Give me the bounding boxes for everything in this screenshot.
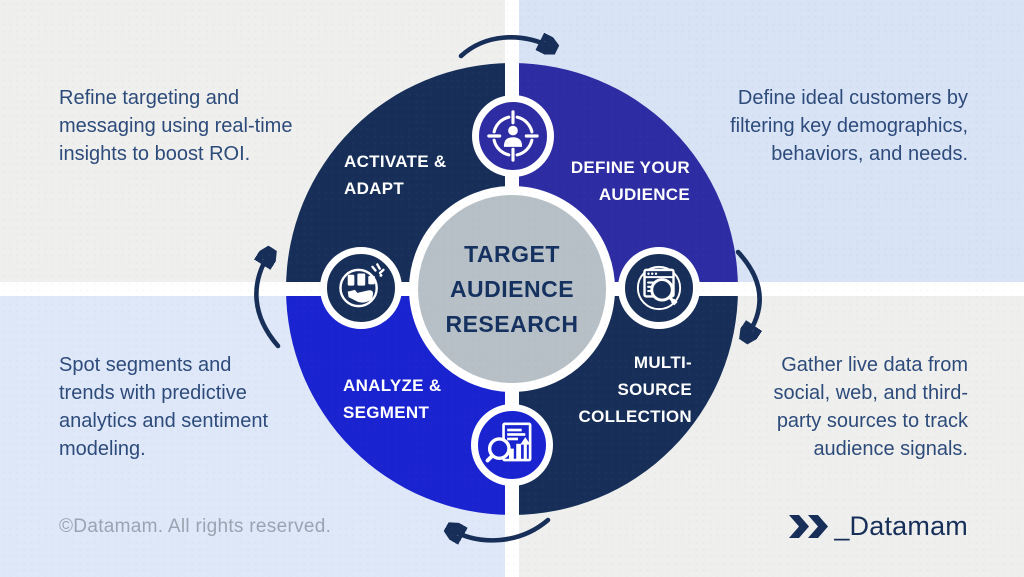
arrow-left-clockwise bbox=[254, 244, 281, 349]
segment-label-multi-source: MULTI- SOURCE COLLECTION bbox=[578, 353, 692, 426]
hub-title-line: RESEARCH bbox=[445, 310, 579, 337]
datamam-chevrons-icon bbox=[789, 515, 829, 538]
note-refine-targeting: Refine targeting and messaging using rea… bbox=[59, 87, 293, 165]
note-spot-segments: Spot segments and trends with predictive… bbox=[59, 354, 269, 460]
segment-insights-icon bbox=[320, 247, 402, 329]
center-hub-title: TARGET AUDIENCE RESEARCH bbox=[409, 186, 615, 392]
hub-title-line: TARGET bbox=[464, 240, 560, 267]
brand-wordmark: _Datamam bbox=[834, 511, 968, 541]
audience-target-icon bbox=[472, 95, 554, 177]
hub-title-line: AUDIENCE bbox=[449, 275, 575, 302]
note-define-customers: Define ideal customers by filtering key … bbox=[730, 87, 968, 165]
chart-analysis-icon bbox=[471, 404, 553, 486]
segment-label-analyze-segment: ANALYZE & SEGMENT bbox=[343, 376, 442, 422]
arrow-right-clockwise bbox=[735, 249, 780, 348]
segment-label-activate-adapt: ACTIVATE & ADAPT bbox=[344, 152, 447, 198]
datamam-logo: _Datamam bbox=[789, 511, 968, 542]
segment-label-define-audience: DEFINE YOUR AUDIENCE bbox=[570, 158, 690, 204]
web-data-search-icon bbox=[618, 247, 700, 329]
copyright-text: ©Datamam. All rights reserved. bbox=[59, 516, 332, 537]
arrow-top-clockwise bbox=[458, 24, 563, 59]
note-gather-data: Gather live data from social, web, and t… bbox=[773, 354, 968, 460]
arrow-bottom-clockwise bbox=[438, 517, 551, 552]
